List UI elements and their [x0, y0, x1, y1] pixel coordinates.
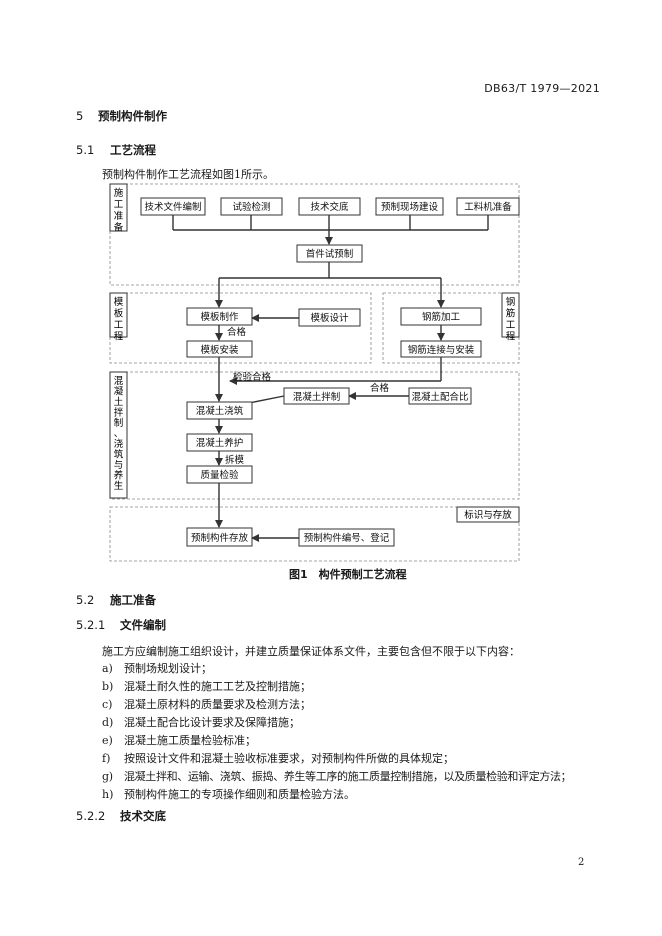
svg-text:工料机准备: 工料机准备 [464, 201, 512, 213]
requirements-list: a)预制场规划设计； b)混凝土耐久性的施工工艺及控制措施； c)混凝土原材料的… [102, 660, 572, 804]
list-item: h)预制构件施工的专项操作细则和质量检验方法。 [102, 788, 355, 801]
group-storage-frame [109, 506, 520, 562]
section-5-2-heading: 5.2 施工准备 [76, 592, 156, 608]
section-5-heading: 5 预制构件制作 [76, 108, 167, 124]
list-item: f)按照设计文件和混凝土验收标准要求，对预制构件所做的具体规定； [102, 752, 454, 765]
svg-text:技术交底: 技术交底 [310, 201, 349, 213]
section-number: 5.1 [76, 143, 95, 157]
figure-caption: 图1 构件预制工艺流程 [289, 568, 407, 581]
box-tech-brief: 技术交底 [298, 197, 361, 216]
box-mix-ratio: 混凝土配合比 [408, 387, 472, 405]
svg-text:试验检测: 试验检测 [232, 201, 270, 213]
box-form-make: 模板制作 [186, 307, 253, 326]
svg-text:模板制作: 模板制作 [200, 311, 239, 323]
svg-text:首件试预制: 首件试预制 [306, 248, 354, 260]
box-rebar-process: 钢筋加工 [400, 307, 482, 326]
intro-paragraph: 预制构件制作工艺流程如图1所示。 [102, 168, 274, 181]
group-storage-label: 标识与存放 [464, 509, 512, 521]
edge-label-pass-2: 合格 [370, 382, 390, 394]
svg-text:模板安装: 模板安装 [200, 344, 239, 356]
svg-text:混凝土拌制: 混凝土拌制 [293, 391, 341, 403]
list-item: d)混凝土配合比设计要求及保障措施； [102, 716, 300, 729]
svg-text:钢筋连接与安装: 钢筋连接与安装 [408, 344, 475, 356]
group-concrete-frame [109, 371, 520, 500]
section-title: 工艺流程 [110, 143, 156, 157]
svg-text:预制构件存放: 预制构件存放 [191, 532, 249, 544]
box-first-trial: 首件试预制 [296, 244, 363, 263]
edge-label-pass-1: 合格 [227, 326, 247, 338]
section-number: 5.2 [76, 593, 95, 607]
list-item: e)混凝土施工质量检验标准； [102, 734, 256, 747]
standard-code: DB63/T 1979—2021 [484, 82, 600, 95]
process-flowchart: 施工准备 模板工程 钢筋工程 混凝土拌制、浇筑与养生 标识与存放 技术文件编制 … [109, 183, 520, 562]
list-item: g)混凝土拌和、运输、浇筑、振捣、养生等工序的施工质量控制措施，以及质量检验和评… [102, 770, 572, 783]
group-concrete-label: 混凝土拌制、浇筑与养生 [114, 376, 124, 492]
section-title: 技术交底 [120, 809, 166, 823]
section-5-1-heading: 5.1 工艺流程 [76, 142, 156, 158]
paragraph-5-2-1: 施工方应编制施工组织设计，并建立质量保证体系文件，主要包含但不限于以下内容： [102, 645, 520, 658]
list-item: c)混凝土原材料的质量要求及检测方法； [102, 698, 311, 711]
group-formwork-label: 模板工程 [114, 296, 124, 343]
section-number: 5.2.2 [76, 809, 106, 823]
section-5-2-1-heading: 5.2.1 文件编制 [76, 617, 166, 633]
list-item: b)混凝土耐久性的施工工艺及控制措施； [102, 680, 311, 693]
group-formwork-tab [109, 292, 128, 338]
box-site-build: 预制现场建设 [375, 197, 444, 216]
box-numbering: 预制构件编号、登记 [298, 528, 395, 547]
section-number: 5.2.1 [76, 618, 106, 632]
group-rebar-tab [501, 292, 520, 338]
box-quality-check: 质量检验 [186, 465, 253, 484]
box-form-install: 模板安装 [186, 340, 253, 358]
box-concrete-pour: 混凝土浇筑 [186, 401, 253, 420]
box-form-design: 模板设计 [298, 308, 361, 327]
svg-text:混凝土浇筑: 混凝土浇筑 [196, 405, 244, 417]
box-concrete-mix: 混凝土拌制 [283, 387, 350, 405]
box-rebar-connect: 钢筋连接与安装 [400, 340, 482, 358]
edge-label-inspect-pass: 检验合格 [233, 371, 272, 383]
page-number: 2 [578, 857, 585, 868]
box-concrete-cure: 混凝土养护 [186, 433, 253, 452]
svg-text:技术文件编制: 技术文件编制 [144, 201, 201, 213]
box-test: 试验检测 [220, 197, 283, 216]
box-tech-doc: 技术文件编制 [140, 197, 206, 216]
svg-text:混凝土配合比: 混凝土配合比 [411, 391, 468, 403]
group-concrete-tab [109, 371, 128, 499]
svg-text:混凝土养护: 混凝土养护 [196, 437, 244, 449]
edge-label-demould: 拆模 [225, 454, 245, 466]
group-rebar-label: 钢筋工程 [506, 296, 516, 343]
box-storage: 预制构件存放 [186, 527, 253, 547]
group-storage-tab [456, 506, 520, 523]
section-number: 5 [76, 109, 84, 123]
svg-text:预制构件编号、登记: 预制构件编号、登记 [304, 532, 390, 544]
section-title: 文件编制 [120, 618, 166, 632]
section-5-2-2-heading: 5.2.2 技术交底 [76, 808, 166, 824]
group-prep-tab [109, 183, 128, 232]
section-title: 施工准备 [110, 593, 156, 607]
list-item: a)预制场规划设计； [102, 662, 212, 675]
svg-text:钢筋加工: 钢筋加工 [422, 311, 461, 323]
box-material-prep: 工料机准备 [456, 197, 520, 216]
svg-text:预制现场建设: 预制现场建设 [381, 201, 439, 213]
section-title: 预制构件制作 [98, 109, 167, 123]
svg-text:质量检验: 质量检验 [200, 469, 239, 481]
svg-text:模板设计: 模板设计 [310, 312, 349, 324]
group-prep-label: 施工准备 [114, 187, 124, 234]
